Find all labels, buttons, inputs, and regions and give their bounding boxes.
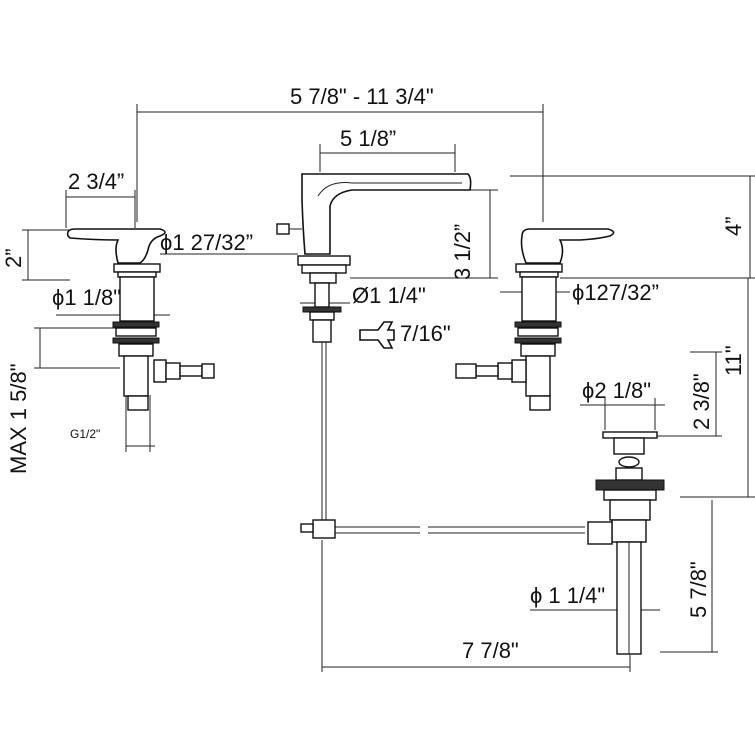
handle-height-dimension: 2”	[1, 248, 26, 268]
overall-height-dimension: 4”	[721, 216, 746, 236]
drain-cap-dia-dimension: ϕ2 1/8"	[582, 378, 651, 403]
spout-height-dimension: 3 1/2”	[450, 224, 475, 280]
drain-cap-height-dimension: 2 3/8"	[689, 373, 714, 430]
max-deck-dimension: MAX 1 5/8"	[6, 363, 31, 474]
right-base-dia-dimension: ϕ127/32”	[572, 280, 659, 305]
spread-dimension: 5 7/8" - 11 3/4"	[290, 84, 434, 109]
right-handle-valve	[455, 228, 615, 411]
handle-width-dimension: 2 3/4”	[68, 169, 124, 194]
rod-length-dimension: 7 7/8"	[462, 638, 519, 663]
handle-shank-dia-dimension: ϕ1 1/8"	[52, 285, 121, 310]
left-handle-valve	[66, 228, 215, 411]
drain-tail-dia-dimension: ϕ 1 1/4"	[530, 583, 605, 608]
spout	[276, 173, 472, 539]
spout-shank-dia-dimension: Ø1 1/4"	[352, 283, 426, 308]
total-height-dimension: 11"	[721, 345, 746, 376]
spout-reach-dimension: 5 1/8”	[340, 126, 396, 151]
pop-up-drain	[587, 431, 665, 655]
wrench-icon	[359, 321, 395, 349]
connection-size-label: G1/2"	[70, 427, 100, 441]
spout-base-dia-dimension: ϕ1 27/32”	[160, 230, 253, 255]
wrench-size-dimension: 7/16"	[400, 321, 451, 346]
dimension-labels: 5 7/8" - 11 3/4" 5 1/8” 2 3/4” 2” ϕ1 27/…	[1, 84, 746, 663]
drain-tail-length-dimension: 5 7/8"	[686, 561, 711, 618]
